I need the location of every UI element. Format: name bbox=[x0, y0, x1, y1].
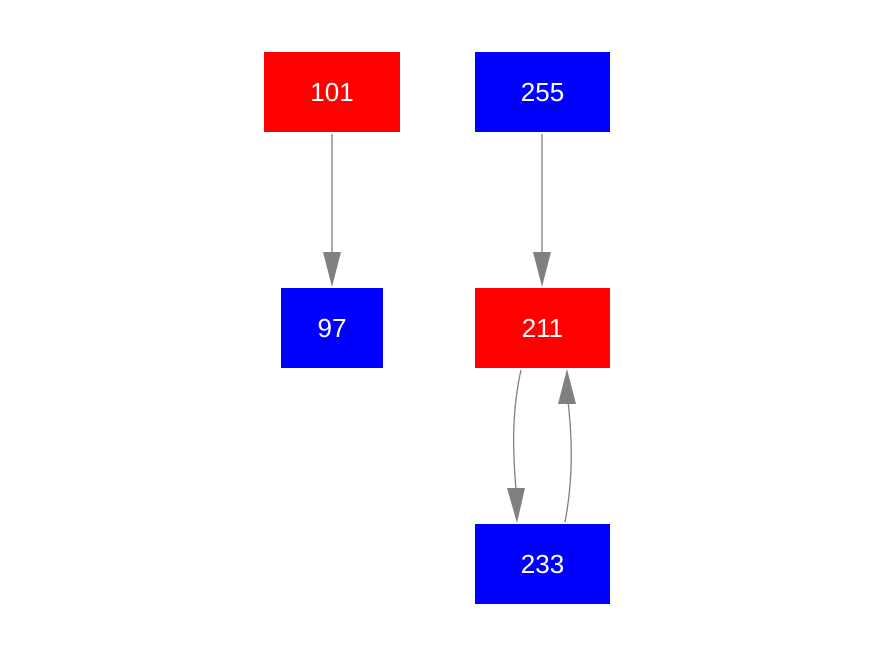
edge-255-to-211-arrowhead bbox=[533, 252, 551, 287]
edge-233-to-211-line bbox=[564, 391, 572, 523]
node-255: 255 bbox=[475, 52, 610, 132]
node-233: 233 bbox=[475, 524, 610, 604]
node-97: 97 bbox=[281, 288, 383, 368]
edge-211-to-233-line bbox=[512, 369, 522, 501]
node-211: 211 bbox=[475, 288, 610, 368]
node-101: 101 bbox=[264, 52, 400, 132]
edge-233-to-211 bbox=[558, 369, 576, 523]
edge-233-to-211-arrowhead bbox=[558, 369, 576, 404]
edge-255-to-211 bbox=[533, 134, 551, 287]
edge-211-to-233 bbox=[507, 369, 525, 523]
edge-211-to-233-arrowhead bbox=[507, 488, 525, 523]
edge-101-to-97 bbox=[323, 134, 341, 287]
edge-101-to-97-arrowhead bbox=[323, 252, 341, 287]
